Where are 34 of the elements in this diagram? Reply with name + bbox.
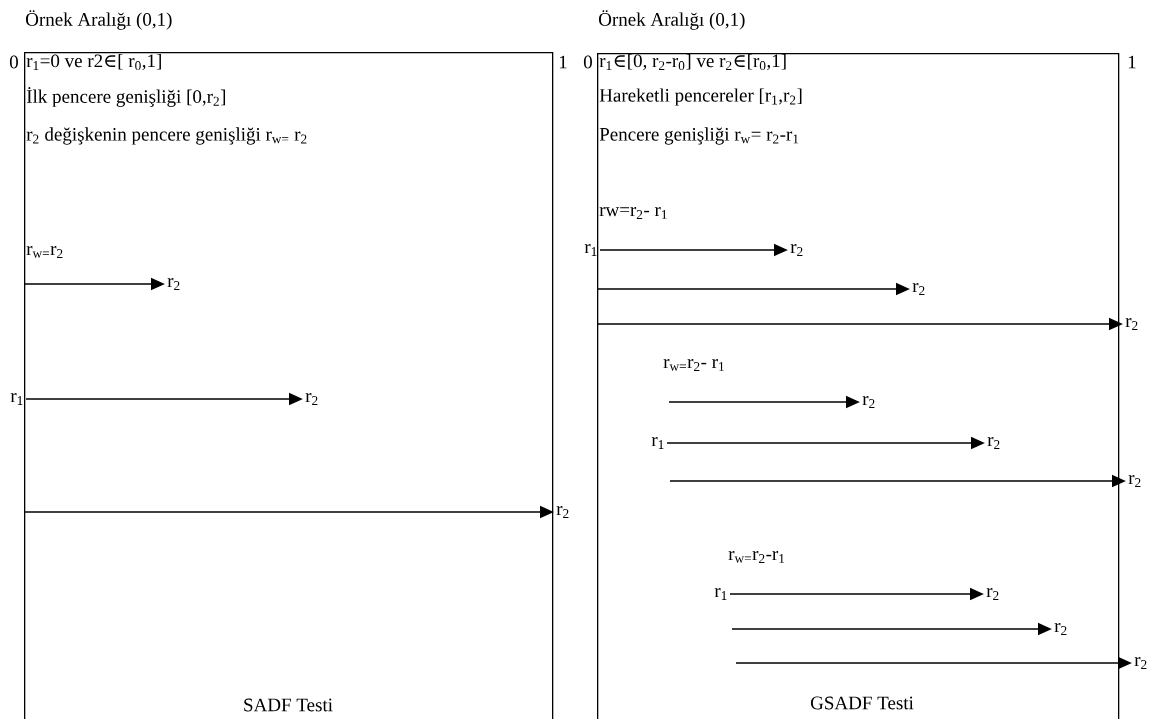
variable-label: r$_{2}$ (987, 437, 1000, 449)
variable-label: r$_{1}$ (651, 437, 664, 449)
panel-caption: SADF Testi (244, 698, 333, 712)
range-end-label: 1 (559, 55, 567, 69)
variable-label: r$_{1}$ (714, 588, 727, 600)
variable-label: r$_{2}$ (1054, 623, 1067, 635)
window-width-label: r$_{w=}$r$_{2}$ (26, 246, 63, 258)
variable-label: r$_{2}$ (790, 244, 803, 256)
condition-text: r$_{1}$∈[0, r$_{2}$-r$_{0}$] ve r$_{2}$∈[r$_{0}$,1] (599, 53, 786, 71)
panel-heading: Örnek Aralığı (0,1) (26, 10, 172, 30)
description-text: r$_{2}$ değişkenin pencere genişliği r$_{w=}$ r$_{2}$ (26, 127, 307, 145)
variable-label: r$_{1}$ (10, 393, 23, 405)
window-width-label: r$_{w=}$r$_{2}$- r$_{1}$ (663, 359, 724, 371)
window-width-label: rw=r$_{2}$- r$_{1}$ (599, 207, 667, 219)
panel-heading: Örnek Aralığı (0,1) (599, 10, 745, 30)
variable-label: r$_{2}$ (1134, 657, 1147, 669)
window-width-label: r$_{w=}$r$_{2}$-r$_{1}$ (728, 551, 785, 563)
variable-label: r$_{1}$ (584, 244, 597, 256)
panel-caption: GSADF Testi (810, 696, 914, 710)
description-text: Hareketli pencereler [r$_{1}$,r$_{2}$] (599, 88, 802, 106)
description-text: İlk pencere genişliği [0,r$_{2}$] (26, 87, 226, 107)
variable-label: r$_{2}$ (167, 278, 180, 290)
range-end-label: 1 (1128, 55, 1136, 69)
variable-label: r$_{2}$ (1125, 318, 1138, 330)
variable-label: r$_{2}$ (912, 283, 925, 295)
range-end-label: 0 (583, 55, 592, 69)
range-end-label: 0 (9, 55, 18, 69)
description-text: Pencere genişliği r$_{w}$= r$_{2}$-r$_{1}$ (599, 127, 799, 145)
variable-label: r$_{2}$ (556, 506, 569, 518)
condition-text: r$_{1}$=0 ve r2∈[ r$_{0}$,1] (26, 53, 161, 71)
variable-label: r$_{2}$ (862, 396, 875, 408)
variable-label: r$_{2}$ (305, 393, 318, 405)
variable-label: r$_{2}$ (1128, 475, 1141, 487)
variable-label: r$_{2}$ (986, 588, 999, 600)
